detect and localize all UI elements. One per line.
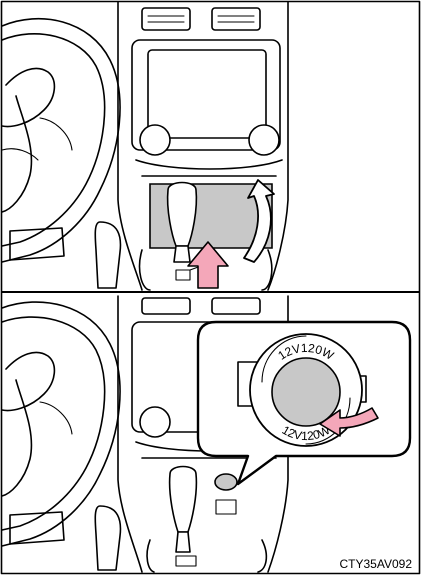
top-panel bbox=[2, 2, 288, 290]
bottom-panel: 12V120W 12V120W bbox=[2, 296, 410, 572]
push-arrow-icon bbox=[188, 242, 228, 288]
outlet-cap bbox=[272, 358, 340, 426]
pedals bbox=[10, 222, 120, 288]
figure-code: CTY35AV092 bbox=[340, 557, 413, 571]
steering-wheel-bottom bbox=[2, 302, 120, 546]
steering-wheel bbox=[2, 19, 120, 262]
pedals-bottom bbox=[10, 506, 120, 570]
power-outlet bbox=[215, 474, 237, 490]
